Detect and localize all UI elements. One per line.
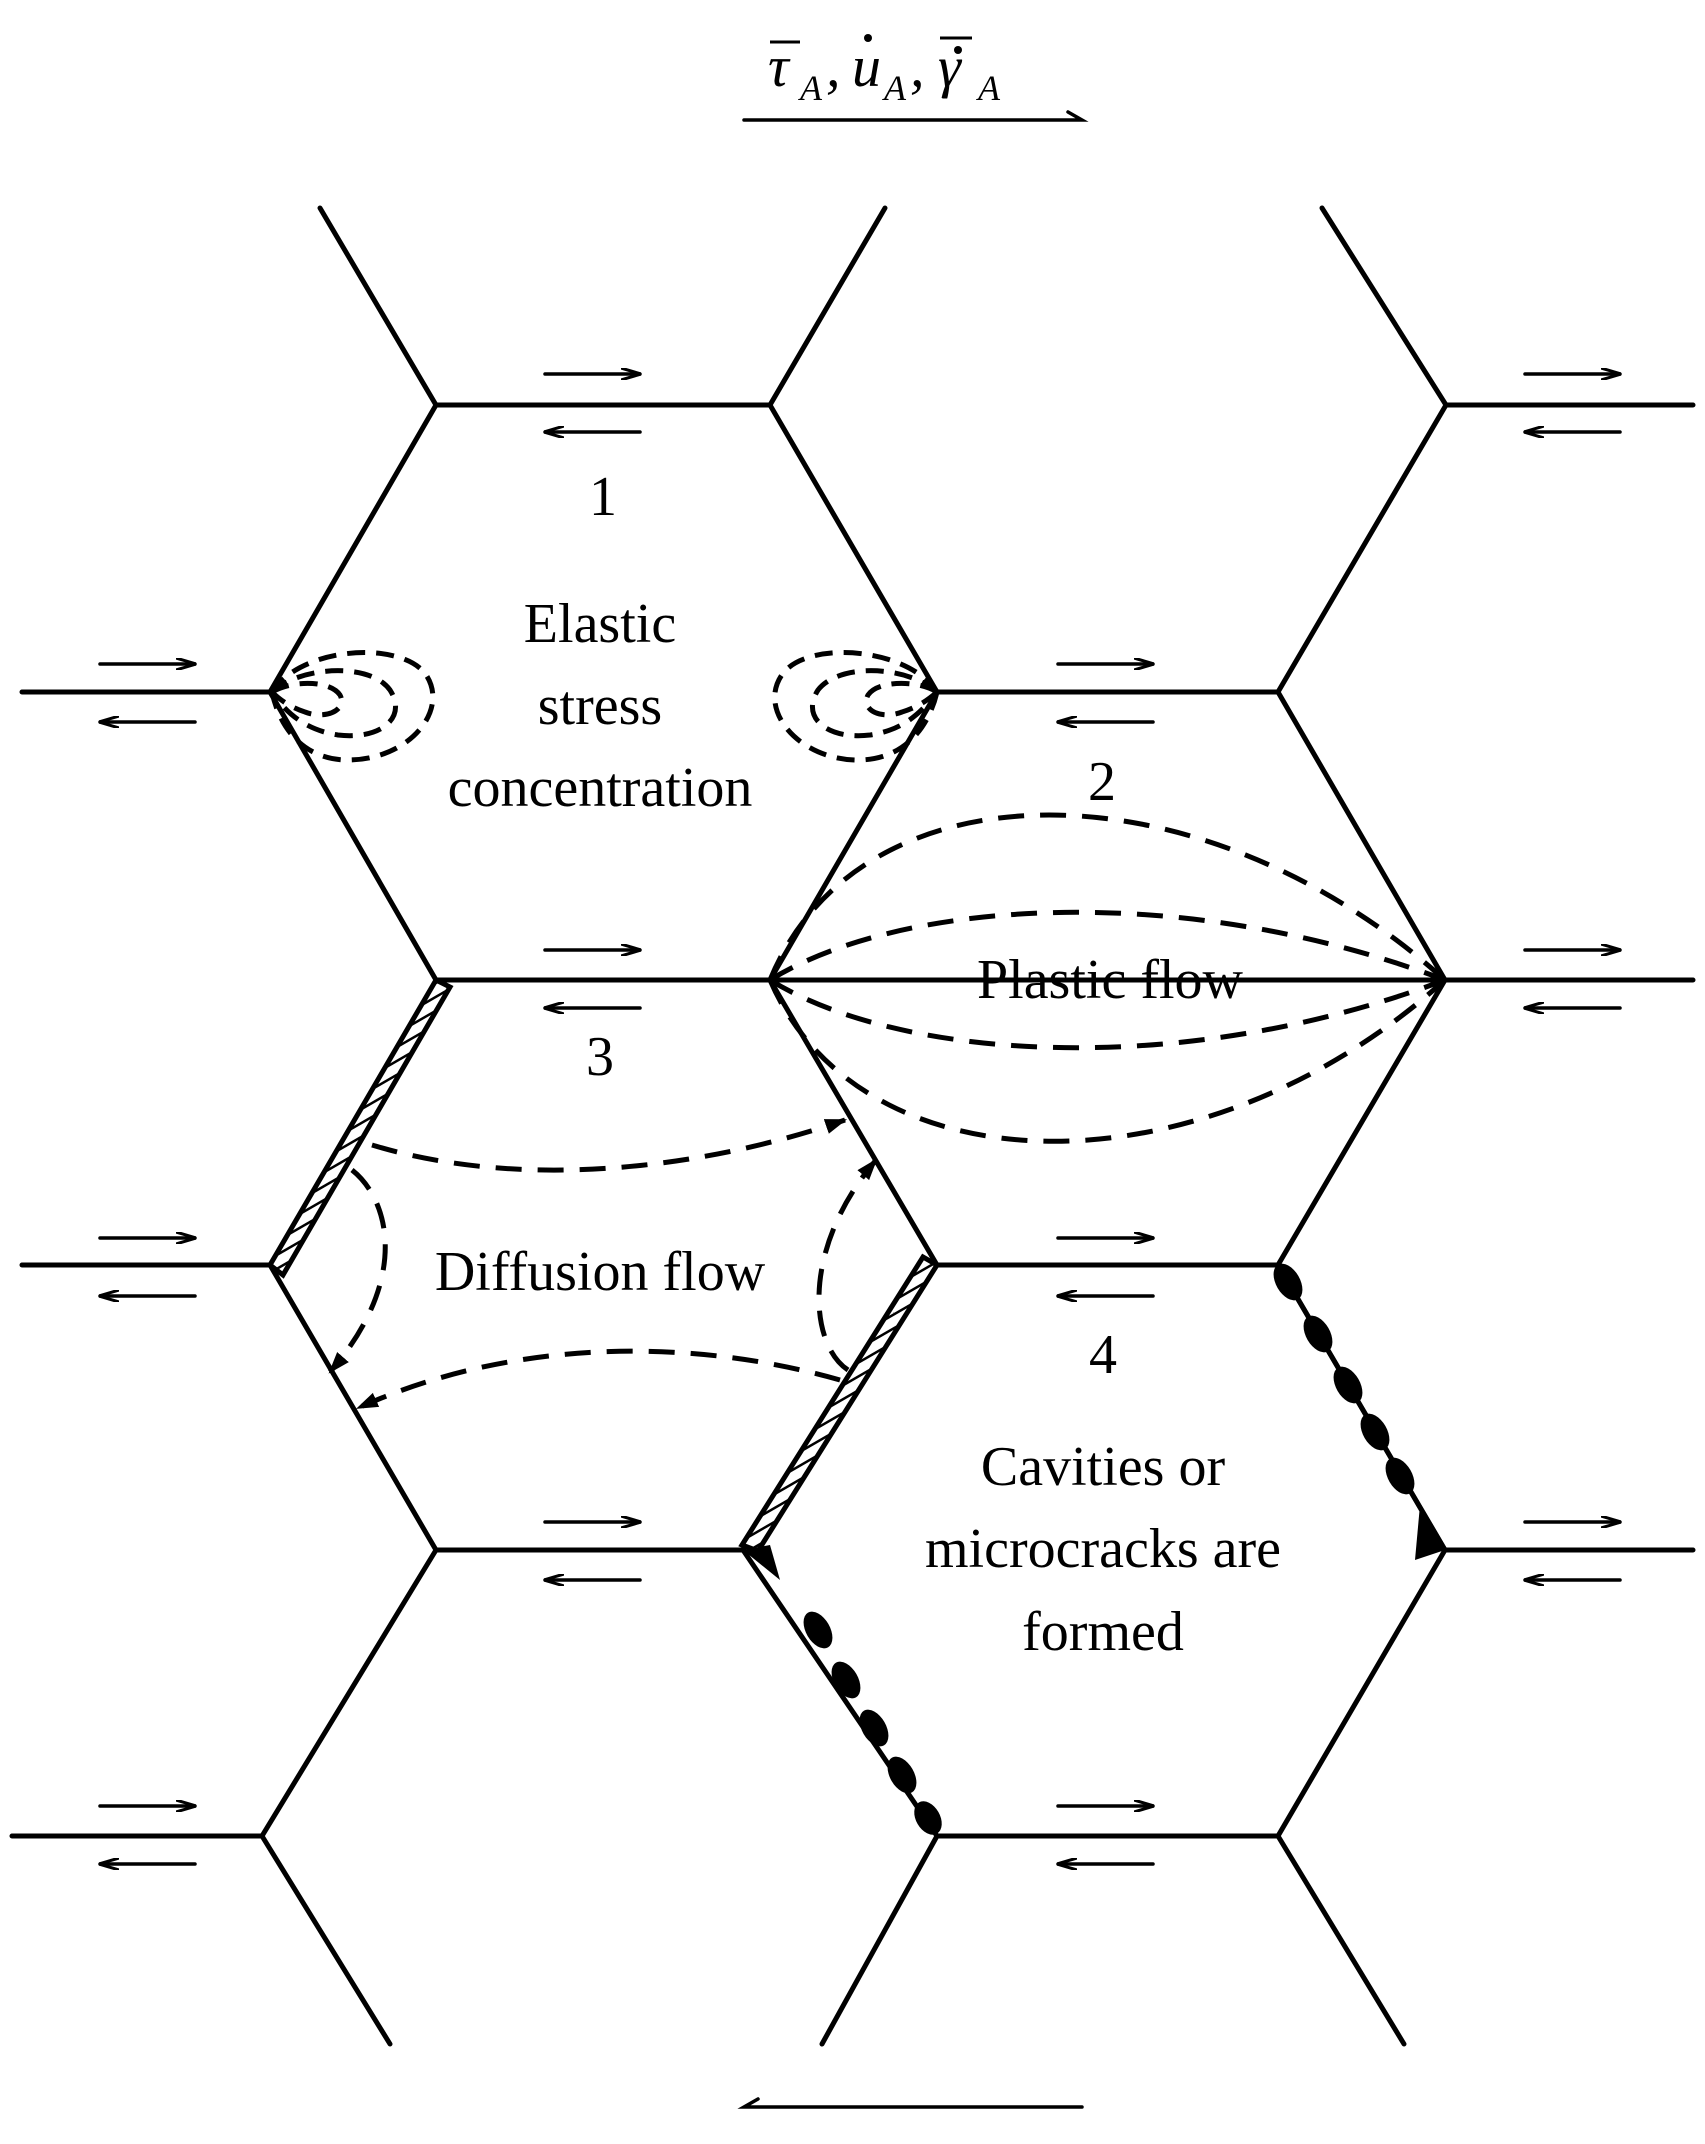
grain-boundary (767, 977, 1448, 1268)
u-subscript: A (882, 68, 907, 108)
cavity (1303, 1315, 1333, 1353)
grain-1-boundary (267, 402, 940, 983)
region-3-label: Diffusion flow (435, 1241, 766, 1303)
cavities (743, 1263, 1445, 1835)
plastic-flow-line (767, 812, 1447, 982)
grain-boundary (819, 1833, 940, 2047)
u-symbol: u (852, 34, 881, 99)
plastic-flow-line (768, 909, 1446, 983)
grain-boundary (259, 1833, 393, 2047)
grain-boundary (934, 402, 1449, 695)
gamma-subscript: A (976, 68, 1001, 108)
region-3-number: 3 (586, 1026, 614, 1088)
bottom-shear-arrow (737, 2097, 1084, 2109)
region-1-label-line-1: Elastic (524, 593, 676, 655)
region-2-label: Plastic flow (977, 949, 1244, 1011)
cavity (914, 1801, 942, 1835)
grain-boundary (1319, 205, 1696, 408)
cavity (1333, 1366, 1363, 1404)
region-1-number: 1 (589, 466, 617, 528)
gamma-symbol: γ (938, 34, 963, 99)
cavity (1273, 1263, 1303, 1301)
elastic-stress-loops (269, 650, 940, 763)
cavity (1385, 1457, 1415, 1495)
stress-loop-left (270, 680, 345, 718)
stress-loop-left (269, 668, 398, 739)
cavity (1360, 1413, 1390, 1451)
region-1-label-line-3: concentration (448, 757, 753, 819)
cavity (887, 1756, 917, 1794)
grain-boundary (9, 1547, 439, 1839)
region-labels: Elastic stress concentration Plastic flo… (435, 593, 1281, 1663)
plastic-flow-lines (767, 812, 1447, 1144)
region-2-number: 2 (1088, 751, 1116, 813)
shear-arrow-pairs (98, 374, 1622, 1864)
grain-boundary (934, 1547, 1448, 1839)
u-dot (864, 34, 872, 42)
plastic-flow-line (767, 978, 1447, 1144)
diffusion-flow-line (328, 1168, 388, 1374)
diffusion-flow-lines (328, 1117, 878, 1411)
region-4-number: 4 (1089, 1324, 1117, 1386)
hatched-boundary-right (738, 1253, 941, 1555)
grain-boundaries (9, 205, 1696, 2047)
cracked-boundary-edge (1275, 1262, 1448, 1553)
cavity (859, 1709, 889, 1747)
comma-1: , (826, 34, 841, 99)
cavity (831, 1661, 861, 1699)
hatched-boundary-left (266, 976, 454, 1279)
region-4-label-line-2: microcracks are (925, 1518, 1281, 1580)
cavity (803, 1611, 833, 1649)
tau-subscript: A (798, 68, 823, 108)
wedge-crack (743, 1545, 780, 1580)
grain-boundary (1275, 1833, 1407, 2047)
tau-symbol: τ (768, 34, 791, 99)
diffusion-flow-line (355, 1348, 841, 1411)
region-4-label-line-1: Cavities or (981, 1436, 1226, 1498)
diffusion-flow-line (816, 1158, 878, 1373)
grain-boundary (1275, 689, 1696, 983)
plastic-flow-line (768, 977, 1446, 1051)
gamma-dot (954, 46, 962, 54)
wedge-crack (1415, 1505, 1445, 1560)
stress-loop-right (772, 650, 940, 763)
hatched-boundaries (266, 976, 941, 1555)
diffusion-flow-line (371, 1117, 848, 1173)
grain-boundary (317, 205, 888, 408)
region-4-label-line-3: formed (1022, 1601, 1184, 1663)
shear-header: τ A , u A , γ A (742, 34, 1089, 122)
comma-2: , (910, 34, 925, 99)
stress-loop-right (810, 668, 939, 739)
region-numbers: 1 2 3 4 (586, 466, 1117, 1386)
grain-boundary (267, 1262, 746, 1553)
stress-loop-left (269, 650, 436, 763)
region-1-label-line-2: stress (538, 675, 662, 737)
stress-loop-right (863, 680, 939, 718)
top-shear-arrow (742, 110, 1089, 122)
grain-boundary (1275, 1262, 1696, 1553)
